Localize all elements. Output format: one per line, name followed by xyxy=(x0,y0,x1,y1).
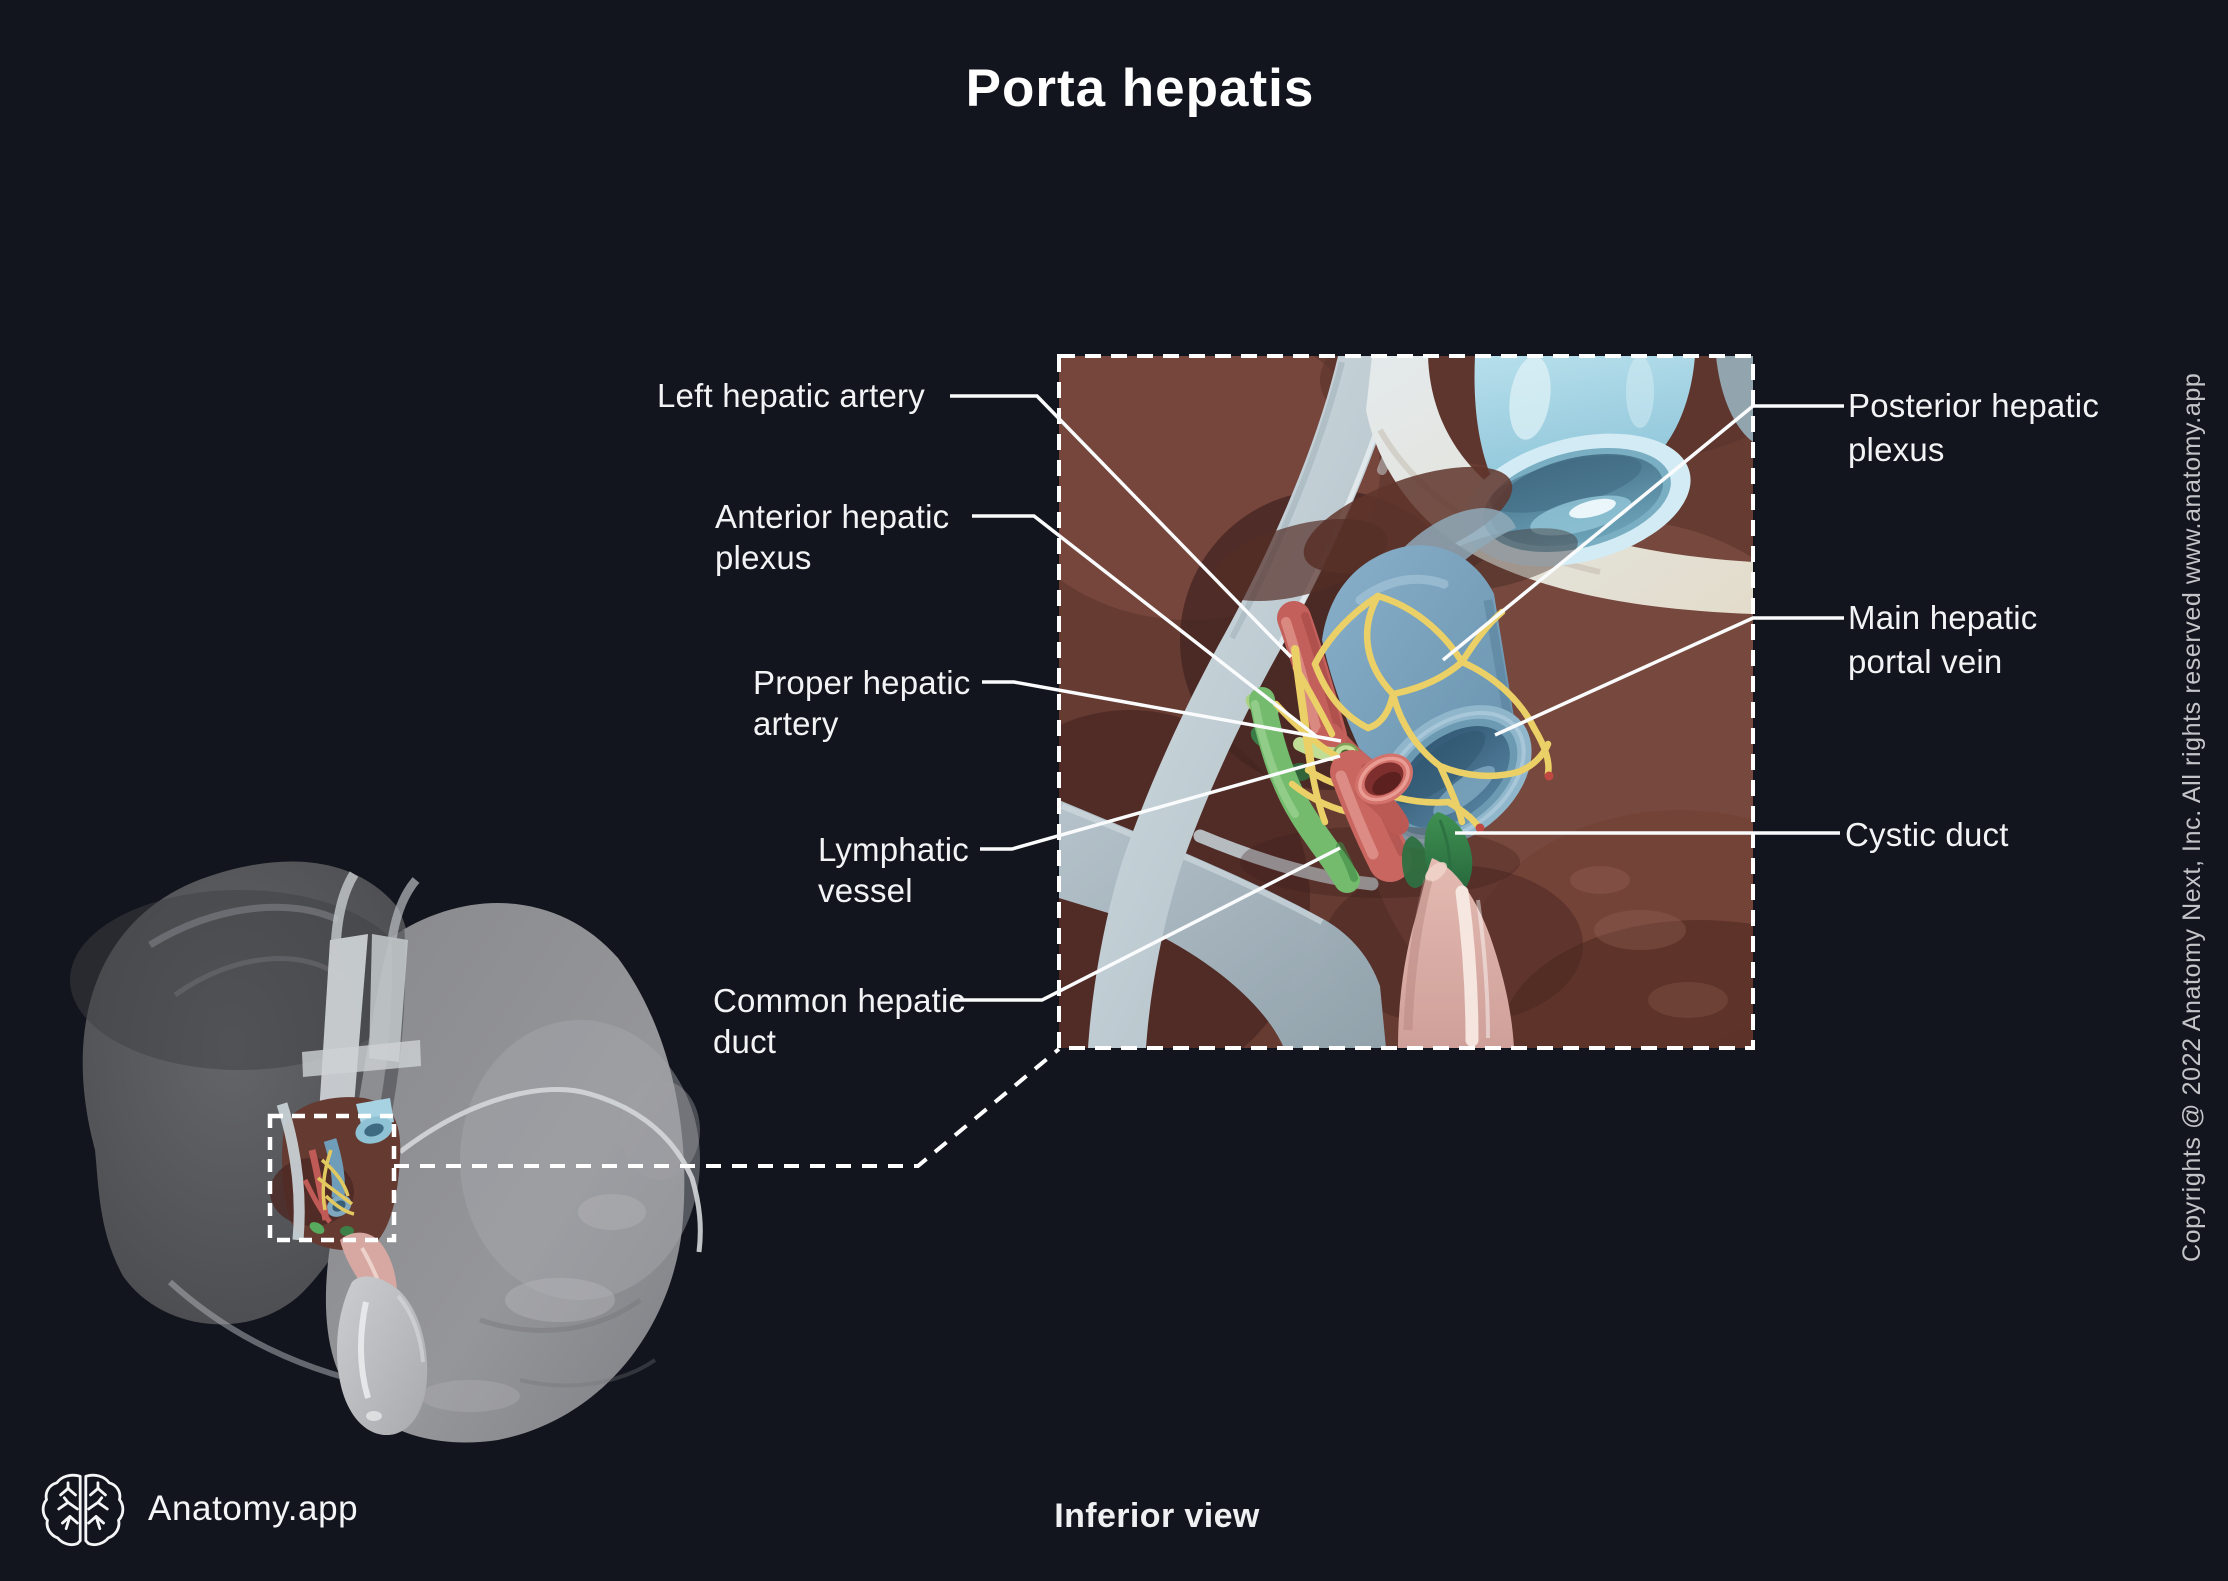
leader-main-hepatic-portal-vein xyxy=(1494,616,1844,737)
leader-left-hepatic-artery xyxy=(950,394,1293,659)
leader-posterior-hepatic-plexus xyxy=(1441,404,1844,662)
label-text: plexus xyxy=(715,539,812,576)
copyright-vertical: Copyrights @ 2022 Anatomy Next, Inc. All… xyxy=(2178,372,2206,1262)
gallbladder-thumb xyxy=(336,1276,428,1436)
inset-dashed-border xyxy=(1057,354,1755,1050)
label-posterior-hepatic-plexus: Posterior hepatic plexus xyxy=(1848,384,2099,472)
leader-lines xyxy=(950,394,1844,1002)
liver-thumbnail xyxy=(70,861,703,1443)
label-text: Proper hepatic xyxy=(753,664,971,701)
label-text: vessel xyxy=(818,872,913,909)
inferior-vena-cava xyxy=(1422,356,1695,592)
label-text: Anterior hepatic xyxy=(715,498,950,535)
label-text: duct xyxy=(713,1023,777,1060)
liver-left-lobe xyxy=(325,903,685,1443)
common-hepatic-duct-model xyxy=(1249,687,1360,893)
label-main-hepatic-portal-vein: Main hepatic portal vein xyxy=(1848,596,2038,684)
label-proper-hepatic-artery: Proper hepatic artery xyxy=(753,662,970,744)
label-text: plexus xyxy=(1848,431,1945,468)
label-text: artery xyxy=(753,705,839,742)
proper-hepatic-artery-model xyxy=(1330,750,1413,882)
view-caption: Inferior view xyxy=(1054,1497,1260,1535)
callout-connectors xyxy=(267,354,1755,1243)
label-lymphatic-vessel: Lymphatic vessel xyxy=(818,829,969,911)
leader-common-hepatic-duct xyxy=(952,846,1341,1002)
leader-lymphatic-vessel xyxy=(980,754,1341,851)
brand-name: Anatomy.app xyxy=(148,1489,359,1528)
liver-fissure-line xyxy=(398,1086,703,1253)
label-text: Posterior hepatic xyxy=(1848,387,2100,424)
gallbladder-model xyxy=(1398,858,1514,1048)
label-text: Common hepatic xyxy=(713,982,966,1019)
label-text: portal vein xyxy=(1848,643,2003,680)
zoom-connector-line xyxy=(394,1047,1061,1168)
inset-figure xyxy=(1059,356,1753,1048)
zoom-region-box xyxy=(267,1113,397,1243)
label-cystic-duct: Cystic duct xyxy=(1845,813,2009,857)
brand-logo-block: Anatomy.app xyxy=(40,1468,358,1550)
brain-icon xyxy=(41,1473,125,1547)
label-anterior-hepatic-plexus: Anterior hepatic plexus xyxy=(715,496,949,578)
label-text: Lymphatic xyxy=(818,831,969,868)
label-common-hepatic-duct: Common hepatic duct xyxy=(713,980,965,1062)
leader-proper-hepatic-artery xyxy=(982,680,1342,743)
page-title: Porta hepatis xyxy=(965,59,1315,118)
porta-hepatis-highlight xyxy=(270,1097,401,1251)
label-left-hepatic-artery: Left hepatic artery xyxy=(657,375,925,416)
leader-anterior-hepatic-plexus xyxy=(972,514,1318,738)
label-text: Main hepatic xyxy=(1848,599,2038,636)
label-text: Cystic duct xyxy=(1845,816,2009,853)
label-text: Left hepatic artery xyxy=(657,377,925,414)
